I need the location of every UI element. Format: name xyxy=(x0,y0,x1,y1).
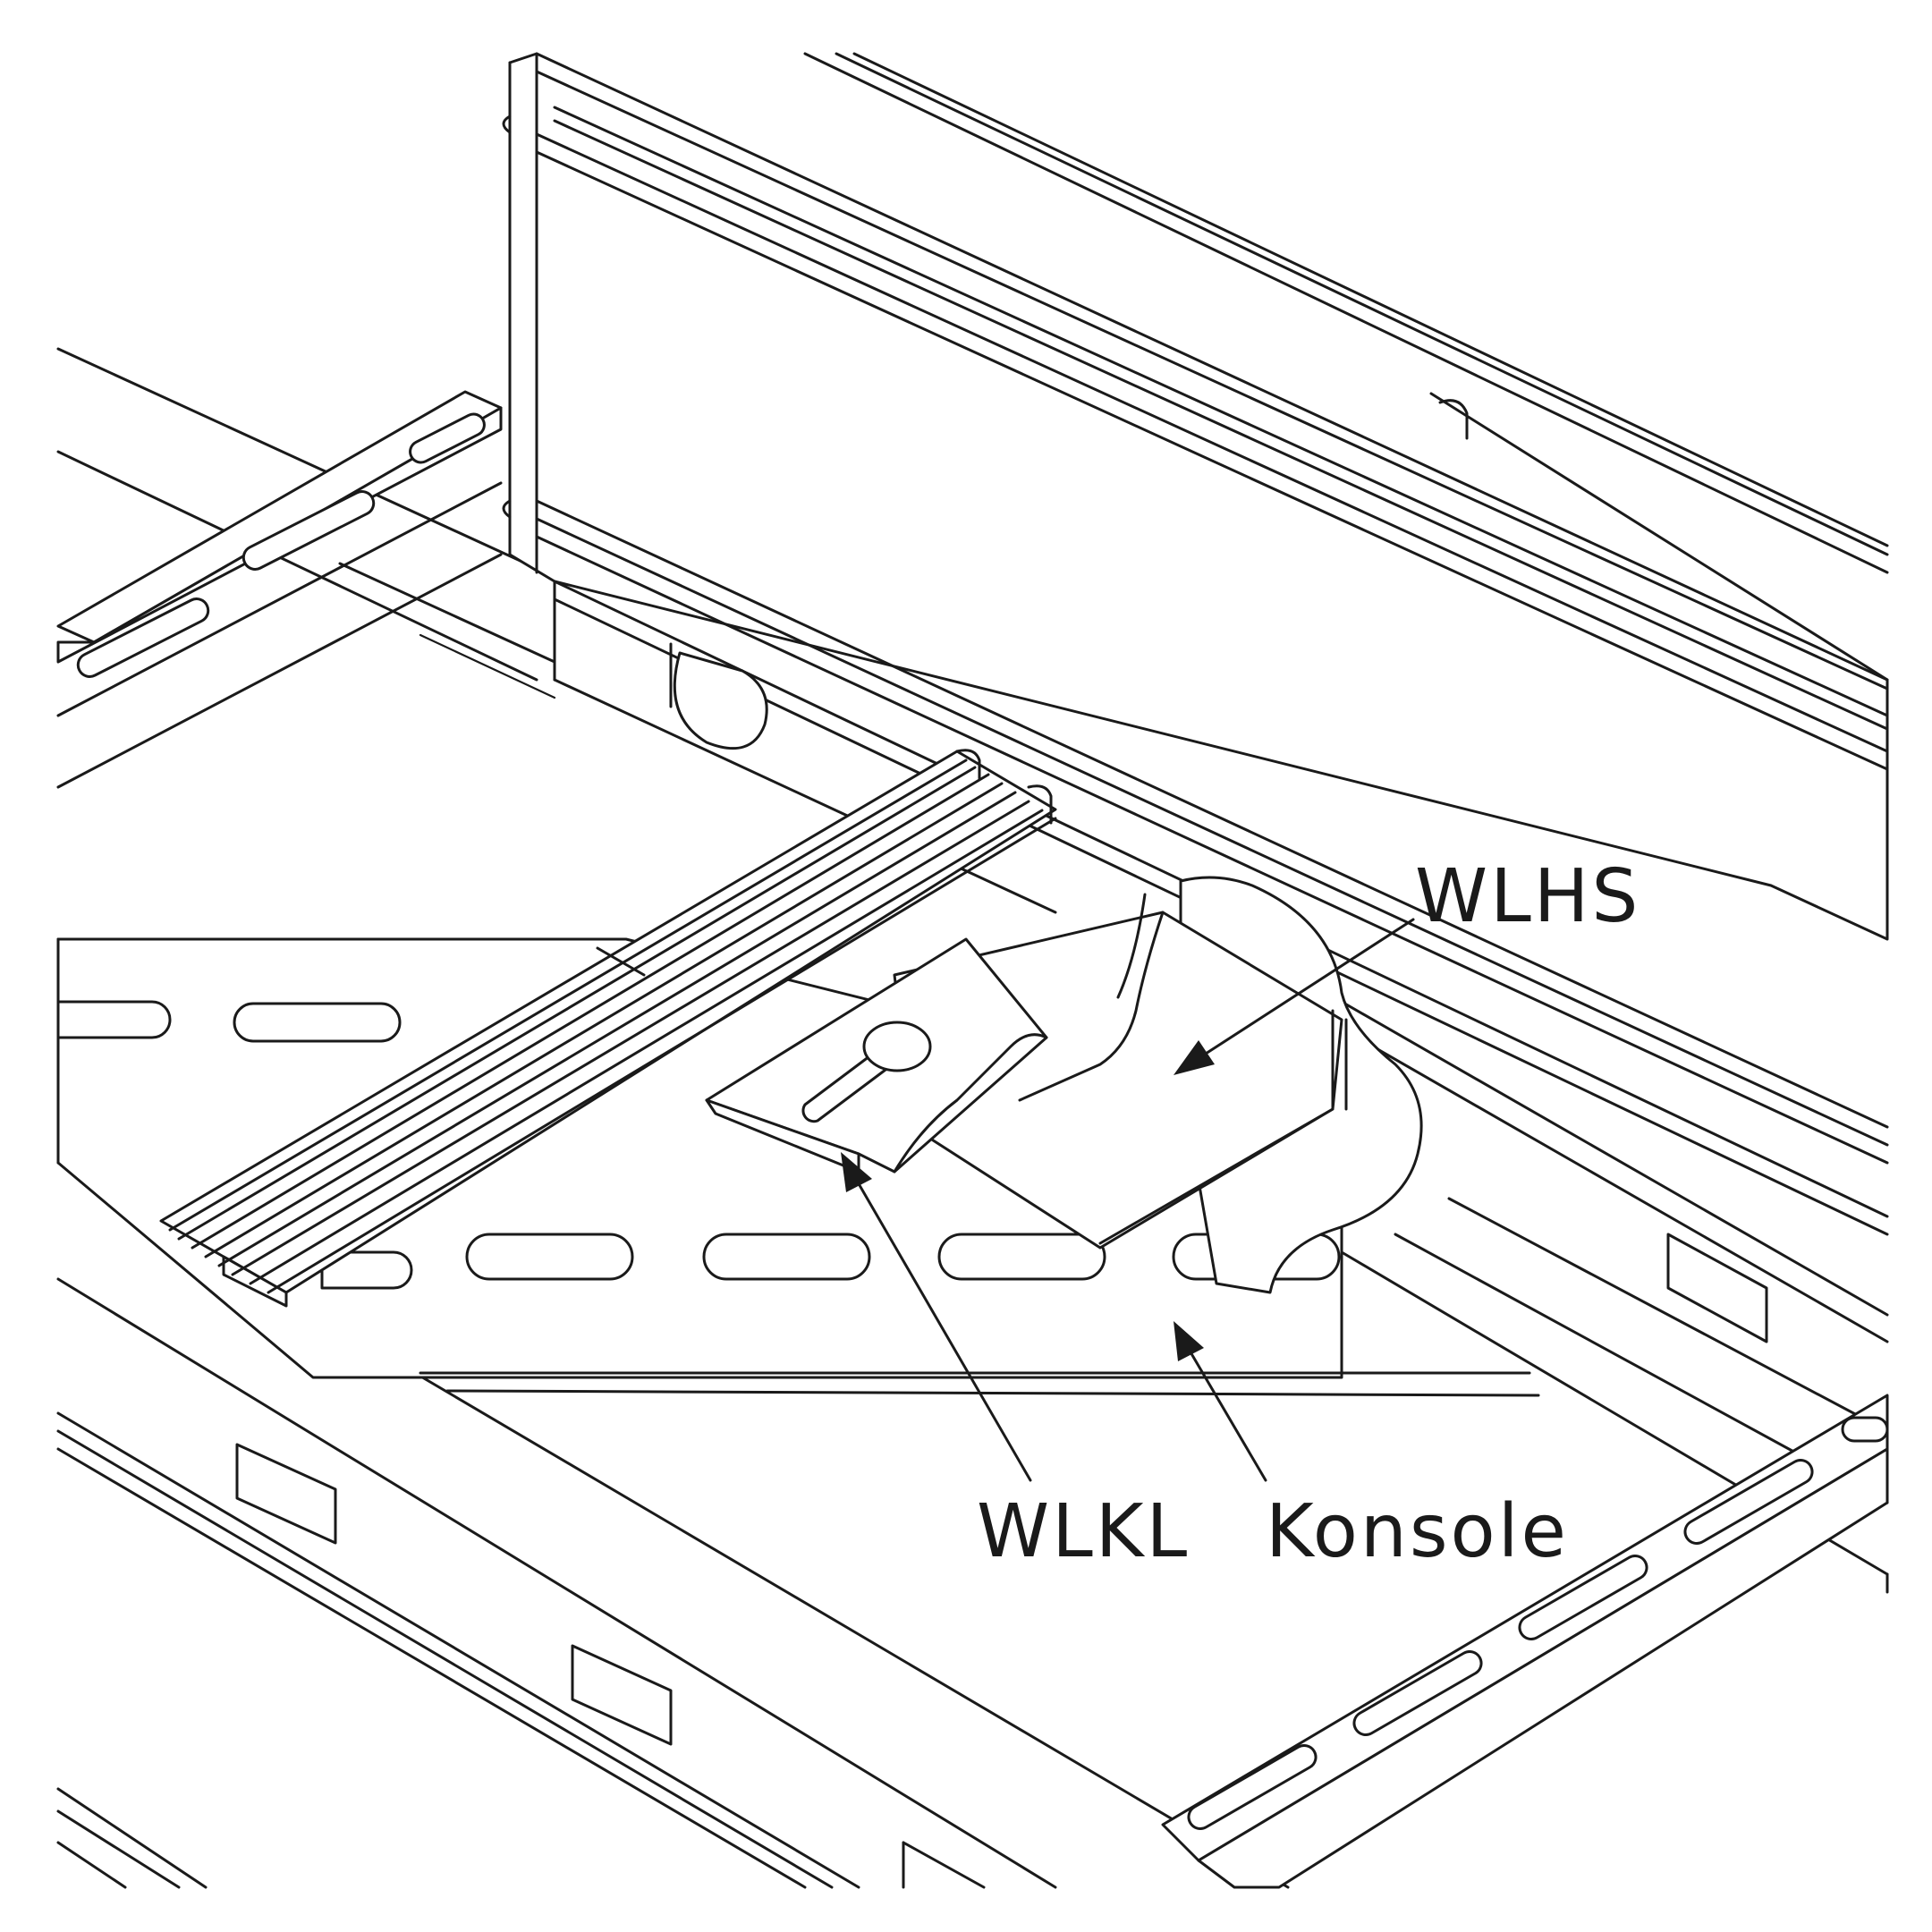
label-wlhs: WLHS xyxy=(1415,854,1640,939)
right-tray xyxy=(1340,1000,1889,1594)
upper-left-slotted-rail xyxy=(56,390,503,789)
ribbed-cover-rail xyxy=(159,749,1057,1308)
clamp-bolt-head xyxy=(669,642,768,750)
label-konsole: Konsole xyxy=(1266,1489,1569,1574)
lower-right-slotted-rail xyxy=(1161,1394,1889,1889)
leader-konsole xyxy=(1174,1321,1267,1482)
upper-right-cover-strip xyxy=(803,52,1889,682)
wlkl-clamp-plate xyxy=(705,937,1048,1174)
leader-wlkl xyxy=(841,1152,1032,1482)
label-wlkl: WLKL xyxy=(977,1489,1190,1574)
left-tray xyxy=(56,347,556,699)
leader-wlhs xyxy=(1174,918,1415,1075)
